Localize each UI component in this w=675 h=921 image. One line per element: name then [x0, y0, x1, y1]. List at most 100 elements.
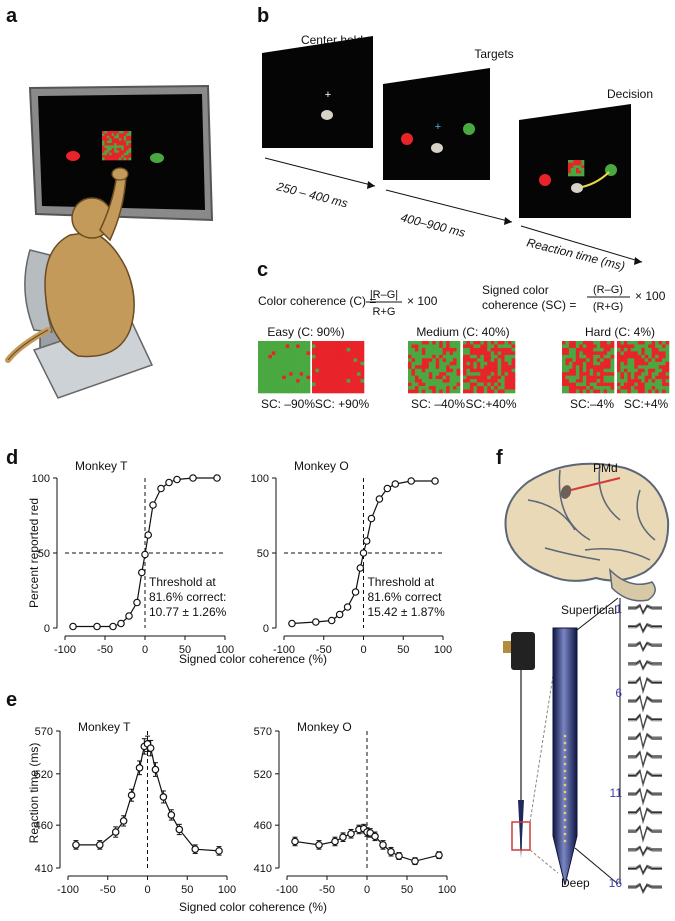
- y-tick-label: 520: [35, 769, 53, 781]
- data-point: [167, 811, 176, 819]
- sc-numerator: (R–G): [593, 284, 623, 296]
- data-point: [367, 514, 376, 523]
- x-tick-label: 100: [434, 644, 452, 656]
- waveform-trace: [628, 733, 662, 751]
- y-tick-label: 410: [254, 863, 272, 875]
- stimulus-4: [463, 341, 516, 394]
- y-tick-label: 0: [263, 623, 269, 635]
- waveform-trace: [628, 752, 662, 769]
- brain-illustration: PMd: [504, 461, 670, 602]
- data-point: [291, 837, 299, 846]
- data-point: [125, 612, 133, 620]
- data-point: [127, 791, 136, 800]
- superficial-label: Superficial: [561, 603, 617, 617]
- green-target: [150, 153, 164, 163]
- deep-label: Deep: [561, 876, 590, 890]
- x-tick-label: -50: [97, 644, 113, 656]
- threshold-annotation: 81.6% correct: [367, 590, 442, 604]
- d-ylabel: Percent reported red: [27, 498, 41, 608]
- data-point: [351, 588, 360, 596]
- data-point: [395, 852, 403, 860]
- recording-site: [563, 790, 567, 794]
- data-point: [117, 619, 125, 628]
- fixation-cross: +: [325, 89, 331, 101]
- waveform-trace: [628, 885, 662, 895]
- x-tick-label: -50: [100, 884, 116, 896]
- waveform-trace: [628, 678, 662, 695]
- chart-title: Monkey O: [297, 720, 352, 734]
- decision-checkerboard: [568, 160, 585, 177]
- data-point: [359, 549, 368, 557]
- label-targets: Targets: [474, 47, 513, 61]
- y-tick-label: 460: [35, 820, 53, 832]
- targets-cross: +: [435, 121, 441, 133]
- data-point: [327, 616, 336, 625]
- x-tick-label: 0: [142, 644, 148, 656]
- threshold-annotation: 10.77 ± 1.26%: [149, 605, 227, 619]
- recording-site: [563, 797, 567, 801]
- arrow-2: [385, 189, 513, 223]
- data-point: [375, 495, 384, 503]
- data-point: [215, 847, 223, 855]
- targets-hold: [431, 143, 443, 153]
- level-medium: Medium (C: 40%): [416, 325, 509, 339]
- panel-a: a: [5, 5, 214, 399]
- y-tick-label: 50: [257, 548, 269, 560]
- data-point: [356, 564, 365, 572]
- panel-label-f: f: [496, 447, 503, 469]
- data-point: [96, 841, 104, 849]
- data-point: [343, 603, 352, 611]
- data-point: [335, 610, 344, 619]
- d-xlabel: Signed color coherence (%): [179, 652, 327, 666]
- data-point: [189, 474, 197, 482]
- waveforms: [628, 603, 662, 895]
- waveform-trace: [628, 606, 662, 616]
- data-point: [371, 832, 379, 841]
- data-point: [175, 825, 184, 834]
- monkey-illustration: [5, 167, 154, 399]
- x-tick-label: -100: [276, 884, 298, 896]
- checkerboard-a: [102, 131, 132, 161]
- x-tick-label: 50: [397, 644, 409, 656]
- stimulus-3: [408, 341, 461, 394]
- recording-site: [563, 734, 567, 738]
- x-tick-label: -100: [57, 884, 79, 896]
- label-decision: Decision: [607, 87, 653, 101]
- data-point: [138, 568, 146, 577]
- screen-center-hold: [262, 36, 373, 148]
- data-point: [435, 851, 443, 859]
- recording-site: [563, 776, 567, 780]
- data-point: [383, 484, 392, 493]
- data-point: [391, 480, 400, 488]
- interval-3: Reaction time (ms): [525, 235, 626, 273]
- probe-small: [503, 630, 561, 874]
- waveform-trace: [628, 696, 662, 713]
- pmd-site: [560, 485, 572, 499]
- x-tick-label: 100: [218, 884, 236, 896]
- data-point: [149, 501, 157, 509]
- data-point: [151, 765, 160, 774]
- waveform-trace: [628, 751, 662, 768]
- recording-site: [563, 748, 567, 752]
- y-tick-label: 0: [44, 623, 50, 635]
- y-tick-label: 100: [251, 473, 269, 485]
- x-tick-label: 50: [401, 884, 413, 896]
- data-point: [288, 619, 296, 628]
- panel-c: c Color coherence (C) = |R–G| R+G × 100 …: [257, 259, 670, 411]
- sc-label-1: SC: –90%: [261, 397, 315, 411]
- y-tick-label: 50: [38, 548, 50, 560]
- sc-label-3: SC: –40%: [411, 397, 465, 411]
- data-point: [379, 841, 387, 849]
- threshold-annotation: 15.42 ± 1.87%: [367, 605, 445, 619]
- panel-f: f PMd Superficial Deep: [496, 447, 670, 895]
- sc-label-6: SC:+4%: [624, 397, 669, 411]
- probe-zoom: [552, 597, 621, 886]
- cc-numerator: |R–G|: [370, 289, 398, 301]
- waveform-trace: [628, 807, 662, 824]
- signed-label-1: Signed color: [482, 283, 549, 297]
- data-point: [109, 622, 117, 631]
